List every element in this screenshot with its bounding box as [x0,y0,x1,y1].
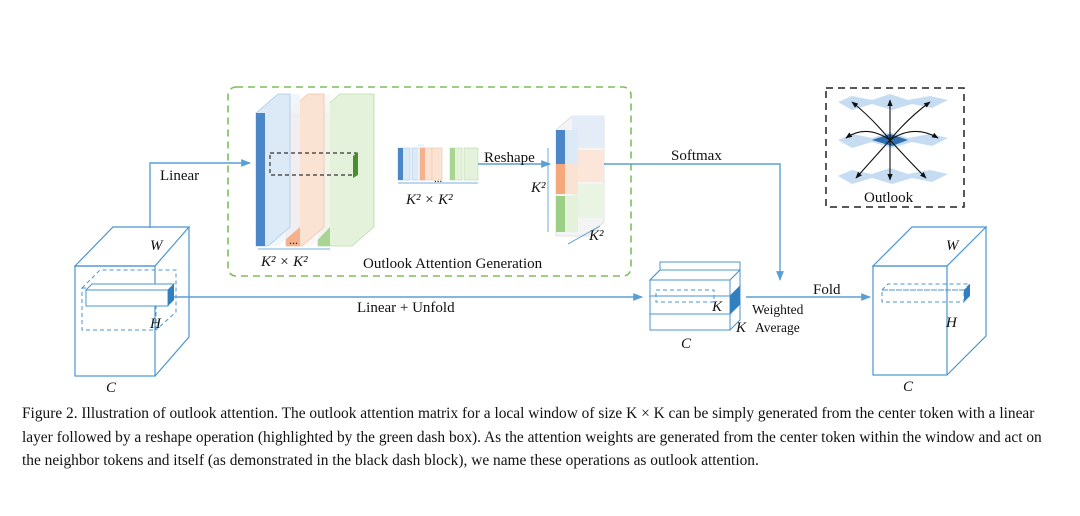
linear-label: Linear [160,168,199,184]
input-center-token [84,283,176,307]
reshape-label: Reshape [484,150,535,166]
stack-size-label: K² × K² [260,254,308,270]
reshape-row-label: K² [530,180,546,196]
figure-caption: Figure 2. Illustration of outlook attent… [22,405,1042,469]
unfolded-values-block [648,261,742,332]
input-width-label: W [150,238,164,254]
center-token-row [269,152,357,176]
attention-vector [397,144,479,184]
softmax-label: Softmax [671,148,722,164]
unfolded-center-token [655,289,715,303]
outlook-illustration [838,94,948,184]
outlook-label: Outlook [864,190,914,206]
stack-ellipsis: ... [289,233,298,247]
reshaped-matrix [547,115,605,245]
outlook-illustration-box [825,87,965,208]
output-height-label: H [945,315,958,331]
unfolded-channel-label: C [681,336,692,352]
softmax-arrow [604,163,784,281]
linear-arrow [149,159,251,228]
vector-ellipsis: ... [434,173,443,185]
unfolded-k-depth-label: K [735,320,747,336]
linear-unfold-label: Linear + Unfold [357,300,455,316]
outlook-attention-generation-label: Outlook Attention Generation [363,256,543,272]
input-feature-cube [73,226,191,377]
weighted-label: Weighted [752,302,804,317]
input-channel-label: C [106,380,117,396]
output-width-label: W [946,238,960,254]
output-channel-label: C [903,379,914,395]
reshape-col-label: K² [588,228,604,244]
vector-size-label: K² × K² [405,192,453,208]
unfolded-center-face [730,286,740,314]
output-feature-cube [871,226,988,376]
attention-map-stack [255,93,375,250]
unfolded-k-label: K [711,299,723,315]
outlook-attention-diagram: ... K² × K² ... K² × K² Reshape K² K² [73,86,988,396]
average-label: Average [755,320,800,335]
fold-label: Fold [813,282,841,298]
output-token [880,283,972,303]
input-height-label: H [149,316,162,332]
outlook-attention-generation-box [227,86,632,277]
